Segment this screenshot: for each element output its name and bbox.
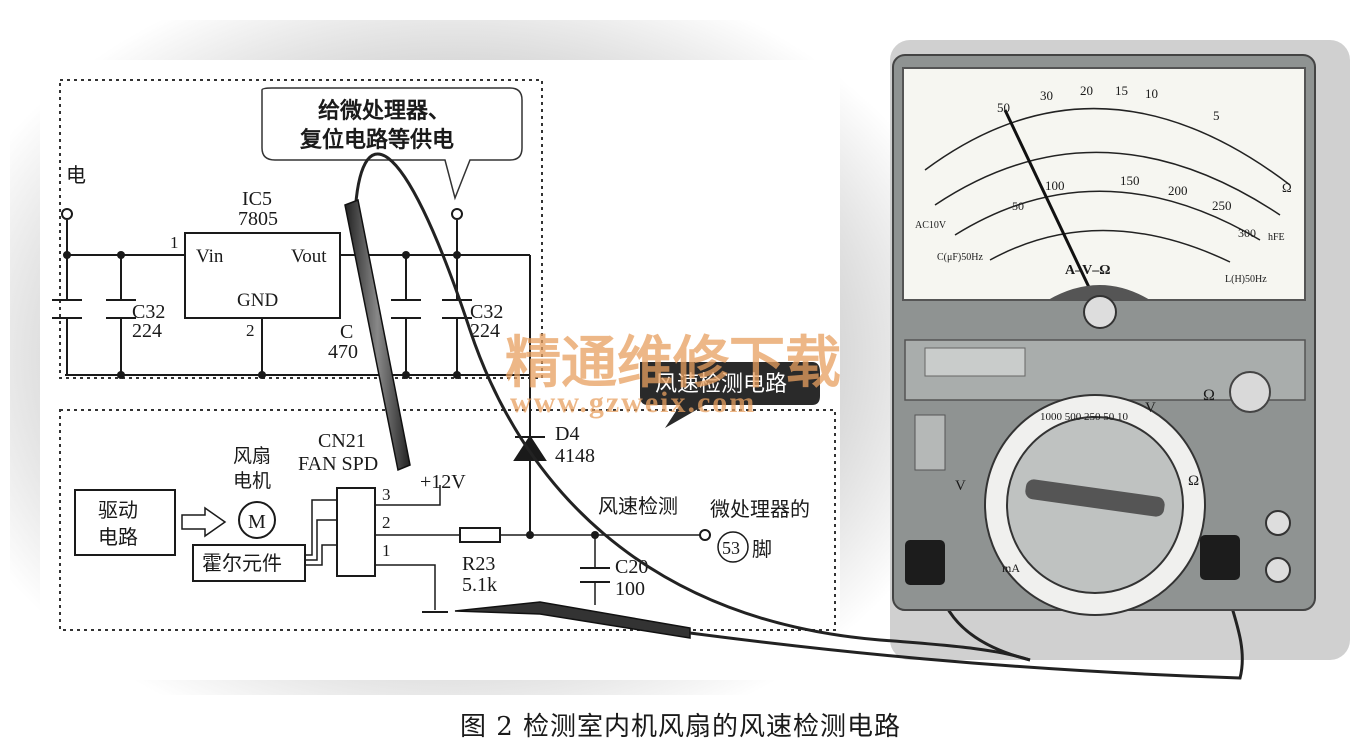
freq-label1: C(μF)50Hz — [937, 252, 983, 263]
scale-top-1: 30 — [1040, 88, 1053, 103]
foot-label: 脚 — [752, 537, 772, 561]
speed-terminal — [699, 529, 711, 541]
ic5-vout: Vout — [291, 246, 327, 267]
ic5-vin: Vin — [196, 246, 224, 267]
cn21-pin2: 2 — [382, 513, 391, 532]
scale-top-4: 10 — [1145, 86, 1158, 101]
pin53-label: 53 — [722, 538, 740, 558]
meter-pivot-cover — [1048, 285, 1150, 300]
speed-section-border — [59, 409, 836, 631]
pin53-circle — [717, 531, 749, 563]
callout-line2: 复位电路等供电 — [299, 127, 454, 153]
r23-value: 5.1k — [462, 574, 497, 596]
ic5-pin2: 2 — [246, 321, 255, 340]
d4-name: D4 — [555, 423, 579, 445]
r23-resistor — [459, 527, 501, 543]
red-probe — [344, 198, 411, 472]
ohm-scale-label: Ω — [1282, 180, 1292, 195]
dial-v-top: V — [1145, 400, 1156, 416]
power-label: 电 — [66, 163, 86, 187]
output-terminal — [451, 208, 463, 220]
d4-part: 4148 — [555, 445, 595, 467]
scale-top-0: 50 — [997, 100, 1010, 115]
watermark-line2: www.gzweix.com — [510, 386, 756, 419]
cap-right-name: C32 — [470, 301, 503, 323]
cap-right-value: 224 — [470, 320, 500, 342]
motor-letter: M — [248, 511, 266, 533]
ohm-adjust-knob[interactable] — [1229, 371, 1271, 413]
jack-socket-1[interactable] — [1265, 510, 1291, 536]
drive-circuit-box — [74, 489, 176, 556]
callout-bubble — [261, 87, 523, 201]
micro-label: 微处理器的 — [710, 497, 810, 521]
cn21-wires — [305, 485, 700, 613]
cap-mid-name: C — [340, 321, 353, 343]
ic5-pin1: 1 — [170, 233, 179, 252]
drive-arrow — [181, 506, 227, 538]
dial-ma: mA — [1002, 561, 1020, 575]
scale-mid-1: 150 — [1120, 173, 1140, 188]
input-terminal — [61, 208, 73, 220]
red-jack-plug[interactable] — [905, 540, 945, 585]
scale-top-2: 20 — [1080, 83, 1093, 98]
watermark-line1: 精通维修下载 — [505, 331, 841, 396]
red-lead — [353, 152, 1031, 662]
cn21-pin3: 3 — [382, 485, 391, 504]
jack-socket-2[interactable] — [1265, 557, 1291, 583]
r23-name: R23 — [462, 553, 495, 575]
ic5-gnd: GND — [237, 290, 278, 311]
drive-line1: 驱动 — [98, 498, 138, 522]
scale-low-0: 50 — [1012, 199, 1024, 213]
scale-mid-2: 200 — [1168, 183, 1188, 198]
figure-caption: 图 2 检测室内机风扇的风速检测电路 — [459, 712, 902, 742]
dial-ohm: Ω — [1188, 473, 1199, 489]
power-section-border — [59, 79, 543, 379]
c20-value: 100 — [615, 578, 645, 600]
hall-box — [192, 544, 306, 582]
dial-ranges: 1000 500 250 50 10 — [1040, 411, 1129, 423]
fan-motor-line2: 电机 — [233, 470, 271, 492]
drive-line2: 电路 — [98, 525, 138, 549]
callout-line1: 给微处理器、 — [318, 98, 450, 124]
cap-left-name: C32 — [132, 301, 165, 323]
scale-top-3: 15 — [1115, 83, 1128, 98]
ic5-box — [184, 232, 341, 319]
black-jack-plug[interactable] — [1200, 535, 1240, 580]
meter-side-slot — [914, 414, 946, 471]
ohm-knob-label: Ω — [1203, 387, 1215, 404]
cap-mid-value: 470 — [328, 341, 358, 363]
scale-mid-3: 250 — [1212, 198, 1232, 213]
cn21-pin1: 1 — [382, 541, 391, 560]
meter-needle — [1003, 109, 1097, 301]
freq-label2: L(H)50Hz — [1225, 274, 1267, 285]
zero-adjust-screw[interactable] — [1083, 295, 1117, 329]
meter-arcs — [924, 107, 1291, 263]
ic5-part: 7805 — [238, 208, 278, 230]
c20-name: C20 — [615, 556, 648, 578]
motor-symbol — [238, 501, 276, 539]
power-wiring — [52, 220, 531, 435]
cap-left-value: 224 — [132, 320, 162, 342]
cn21-desc: FAN SPD — [298, 453, 378, 475]
scale-low-1: 300 — [1238, 226, 1256, 240]
ic5-name: IC5 — [242, 188, 272, 210]
banner-label: 风速检测电路 — [655, 372, 787, 397]
hall-label: 霍尔元件 — [202, 551, 282, 575]
scale-mid-0: 100 — [1045, 178, 1065, 193]
v12-label: +12V — [420, 471, 466, 493]
speed-detect-label: 风速检测 — [598, 494, 678, 518]
dial-pointer[interactable] — [1024, 478, 1165, 517]
cn21-connector — [336, 487, 376, 577]
cn21-name: CN21 — [318, 430, 366, 452]
black-lead — [689, 559, 1244, 680]
meter-window — [924, 347, 1026, 377]
hfe-label: hFE — [1268, 232, 1285, 243]
banner-shape — [640, 362, 820, 428]
ac-label: AC10V — [915, 220, 947, 231]
fan-motor-line1: 风扇 — [233, 445, 271, 467]
avo-label: A–V–Ω — [1065, 263, 1110, 278]
scale-top-5: 5 — [1213, 108, 1220, 123]
dial-v-left: V — [955, 478, 966, 494]
